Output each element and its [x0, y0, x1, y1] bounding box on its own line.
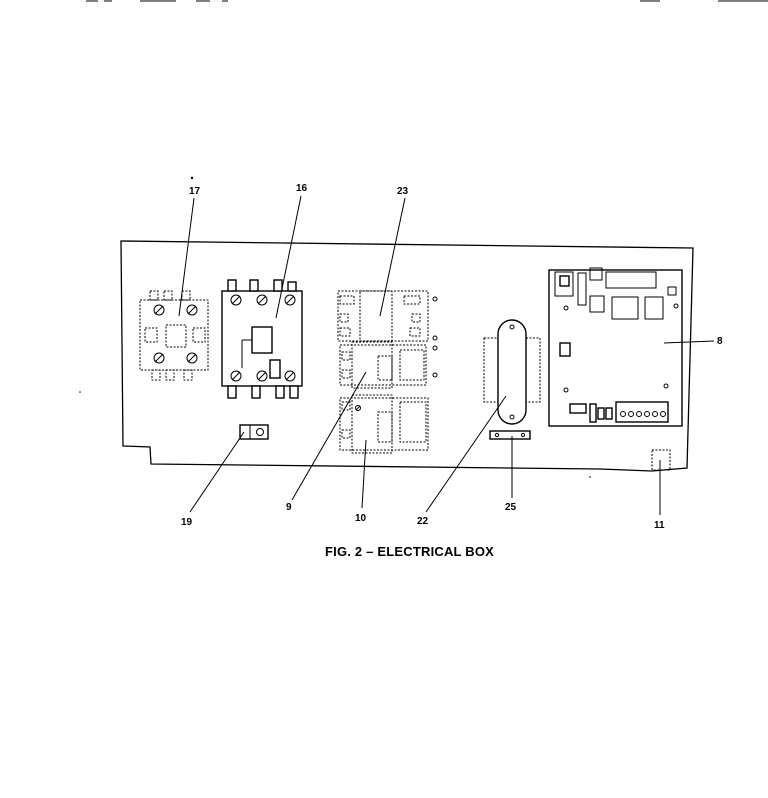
figure-caption: FIG. 2 – ELECTRICAL BOX	[325, 544, 494, 559]
callout-labels: 17 16 23 8 19 9 10 22 25 11	[181, 183, 723, 531]
leader-16	[275, 195, 302, 319]
control-board-8	[548, 267, 683, 427]
callout-16: 16	[296, 183, 308, 194]
terminal-strip-25	[489, 430, 531, 440]
leader-17	[178, 197, 195, 317]
callout-10: 10	[355, 513, 367, 524]
component-11	[651, 449, 671, 471]
relay-23	[337, 290, 438, 342]
leader-22	[425, 395, 507, 513]
electrical-box-panel	[120, 240, 694, 472]
callout-25: 25	[505, 502, 517, 513]
leader-23	[379, 197, 406, 317]
contactor-16	[221, 279, 303, 399]
leader-8	[663, 340, 715, 344]
clip-19	[239, 424, 269, 440]
callout-11: 11	[654, 520, 665, 531]
callout-17: 17	[189, 186, 201, 197]
relay-10	[339, 394, 429, 454]
callout-19: 19	[181, 517, 193, 528]
scan-artifacts	[79, 0, 768, 478]
callout-8: 8	[717, 336, 723, 347]
contactor-17	[139, 290, 209, 381]
leader-lines	[178, 195, 715, 515]
callout-23: 23	[397, 186, 409, 197]
leader-19	[189, 431, 245, 513]
relay-9	[339, 341, 438, 389]
callout-22: 22	[417, 516, 429, 527]
leader-9	[291, 371, 367, 501]
leader-10	[361, 439, 367, 509]
transformer-22	[483, 319, 541, 425]
callout-9: 9	[286, 502, 292, 513]
